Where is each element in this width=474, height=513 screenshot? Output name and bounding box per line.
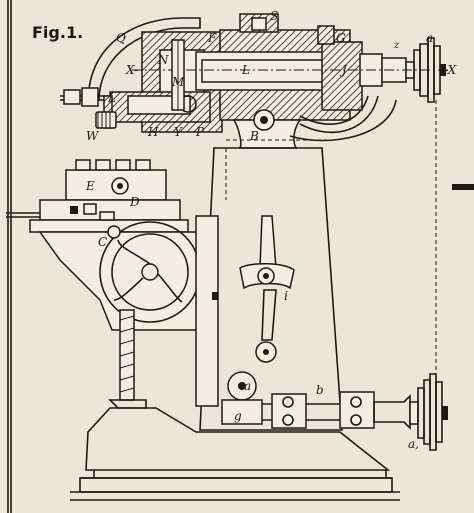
label-S: S [270,9,278,23]
label-a1: a, [408,437,419,451]
machine-base [70,407,400,501]
label-z: z [393,40,400,51]
lower-pulley [409,373,448,451]
label-G: G [336,31,346,45]
label-P: P [195,125,205,139]
label-Y: Y [174,125,183,139]
label-W: W [86,129,100,143]
label-F: F [207,31,217,45]
drive-linkage [221,371,411,430]
label-L-lower: L [107,91,116,105]
label-E: E [85,179,95,193]
label-x-left: X- [125,63,138,77]
figure-labels: Q F S G z a X- N L J -X M L H Y P B W E … [85,9,457,451]
shaft-w [60,87,117,129]
label-a-lower: a [244,379,251,393]
label-Q: Q [116,31,126,45]
label-a-top: a [426,31,433,45]
label-H: H [147,125,159,139]
label-g: g [234,409,242,423]
lever-i [239,215,295,363]
plate-border [7,0,12,513]
label-N: N [157,53,169,67]
table-assembly [6,159,219,409]
label-L-upper: L [241,63,250,77]
headstock-section [60,13,452,149]
label-i: i [284,289,288,303]
figure-title: Fig.1. [32,23,83,42]
label-D: D [129,195,140,209]
elevating-screw [119,309,135,401]
label-b: b [316,383,324,397]
label-J: J [339,63,348,77]
label-C: C [98,235,107,249]
label-B: B [249,129,259,143]
label-x-right: -X [444,63,457,77]
label-M: M [171,75,185,89]
